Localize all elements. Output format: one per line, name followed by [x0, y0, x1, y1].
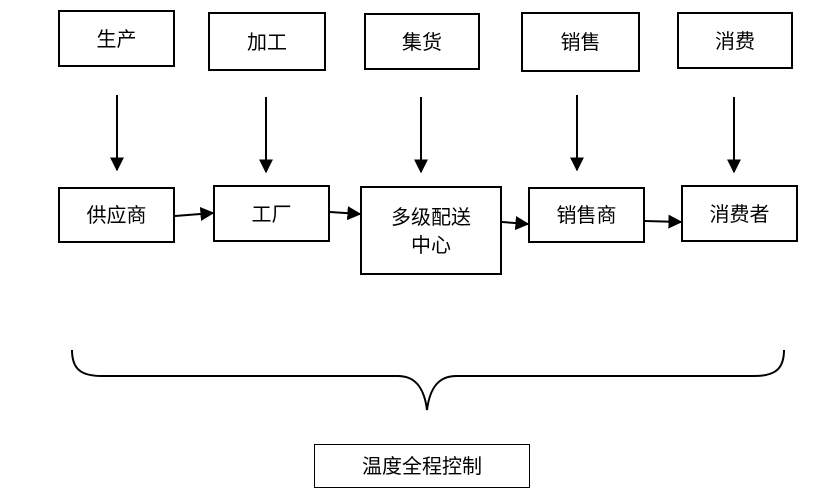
chain-box-supplier: 供应商	[58, 187, 175, 243]
chain-box-factory: 工厂	[213, 185, 330, 242]
stage-box-production: 生产	[58, 10, 175, 67]
chain-label: 销售商	[556, 203, 617, 227]
chain-box-consumer: 消费者	[681, 185, 798, 242]
chain-label: 供应商	[86, 203, 147, 227]
stage-box-collection: 集货	[364, 13, 480, 70]
stage-box-sales: 销售	[521, 12, 640, 72]
stage-box-consumption: 消费	[677, 12, 793, 69]
temperature-control-box: 温度全程控制	[314, 444, 530, 488]
stage-label: 生产	[96, 26, 137, 51]
temperature-control-label: 温度全程控制	[362, 454, 482, 478]
stage-label: 消费	[715, 28, 755, 53]
stage-label: 销售	[560, 30, 601, 54]
chain-label: 工厂	[251, 201, 292, 226]
chain-label: 多级配送中心	[391, 204, 471, 257]
chain-label: 消费者	[709, 201, 770, 226]
chain-arrow-4	[644, 214, 683, 229]
chain-box-retailer: 销售商	[528, 187, 645, 243]
chain-arrow-1	[174, 207, 215, 221]
chain-arrow-2	[329, 206, 362, 221]
stage-label: 集货	[402, 29, 442, 54]
chain-box-distribution-center: 多级配送中心	[360, 186, 502, 275]
chain-arrow-3	[501, 216, 530, 231]
stage-label: 加工	[247, 29, 287, 54]
stage-box-processing: 加工	[208, 12, 326, 71]
curly-brace	[71, 349, 785, 411]
